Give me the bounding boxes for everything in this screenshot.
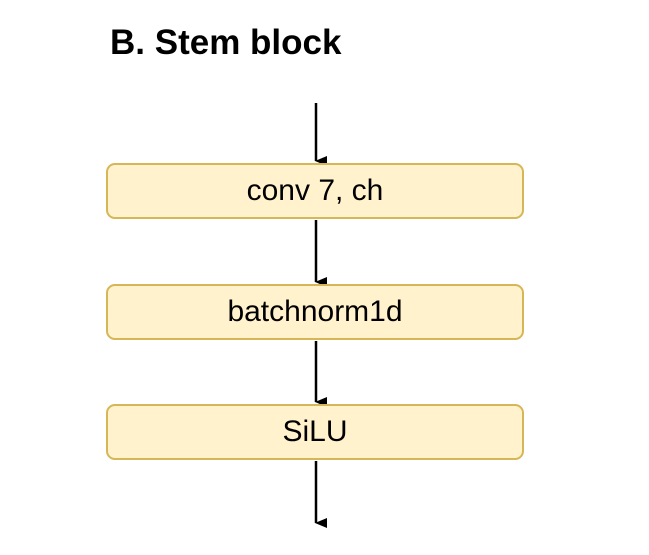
conv-block: conv 7, ch — [106, 163, 524, 219]
batchnorm-block-label: batchnorm1d — [227, 295, 403, 328]
batchnorm-block: batchnorm1d — [106, 284, 524, 340]
diagram-title: B. Stem block — [110, 23, 342, 62]
silu-block-label: SiLU — [282, 415, 348, 448]
conv-block-label: conv 7, ch — [246, 174, 384, 207]
silu-block: SiLU — [106, 404, 524, 460]
